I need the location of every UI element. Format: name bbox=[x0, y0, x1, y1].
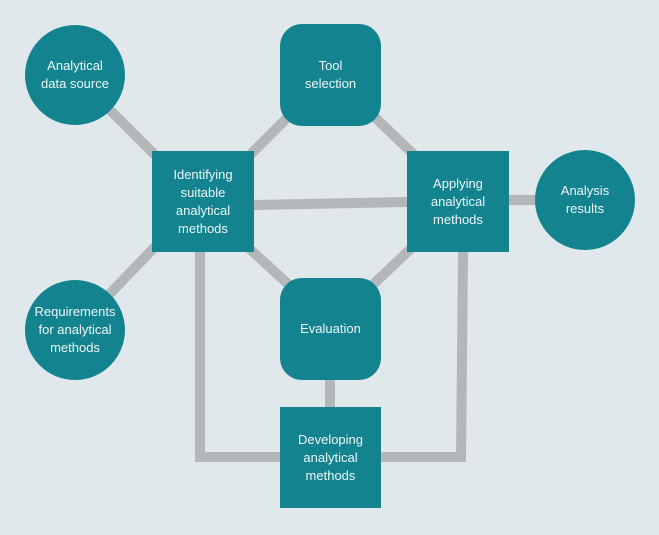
node-analysis-results: Analysis results bbox=[535, 150, 635, 250]
node-analytical-data-source: Analytical data source bbox=[25, 25, 125, 125]
link-identifying-developing bbox=[195, 252, 280, 462]
node-label: Applying analytical methods bbox=[430, 175, 486, 227]
node-tool-selection: Tool selection bbox=[280, 24, 381, 126]
node-label: Analytical data source bbox=[41, 58, 109, 91]
link-applying-developing bbox=[381, 251, 468, 462]
node-label: Evaluation bbox=[300, 321, 361, 336]
node-label: Analysis results bbox=[560, 183, 610, 216]
node-label: Tool selection bbox=[304, 58, 357, 91]
node-identifying-methods: Identifying suitable analytical methods bbox=[152, 151, 254, 252]
node-evaluation: Evaluation bbox=[280, 278, 381, 380]
node-label: Requirements for analytical methods bbox=[34, 304, 116, 355]
link-identifying-applying bbox=[253, 197, 408, 210]
node-developing-methods: Developing analytical methods bbox=[280, 407, 381, 508]
node-label: Identifying suitable analytical methods bbox=[173, 166, 233, 236]
node-applying-methods: Applying analytical methods bbox=[407, 151, 509, 252]
node-label: Developing analytical methods bbox=[297, 431, 364, 483]
node-requirements: Requirements for analytical methods bbox=[25, 280, 125, 380]
